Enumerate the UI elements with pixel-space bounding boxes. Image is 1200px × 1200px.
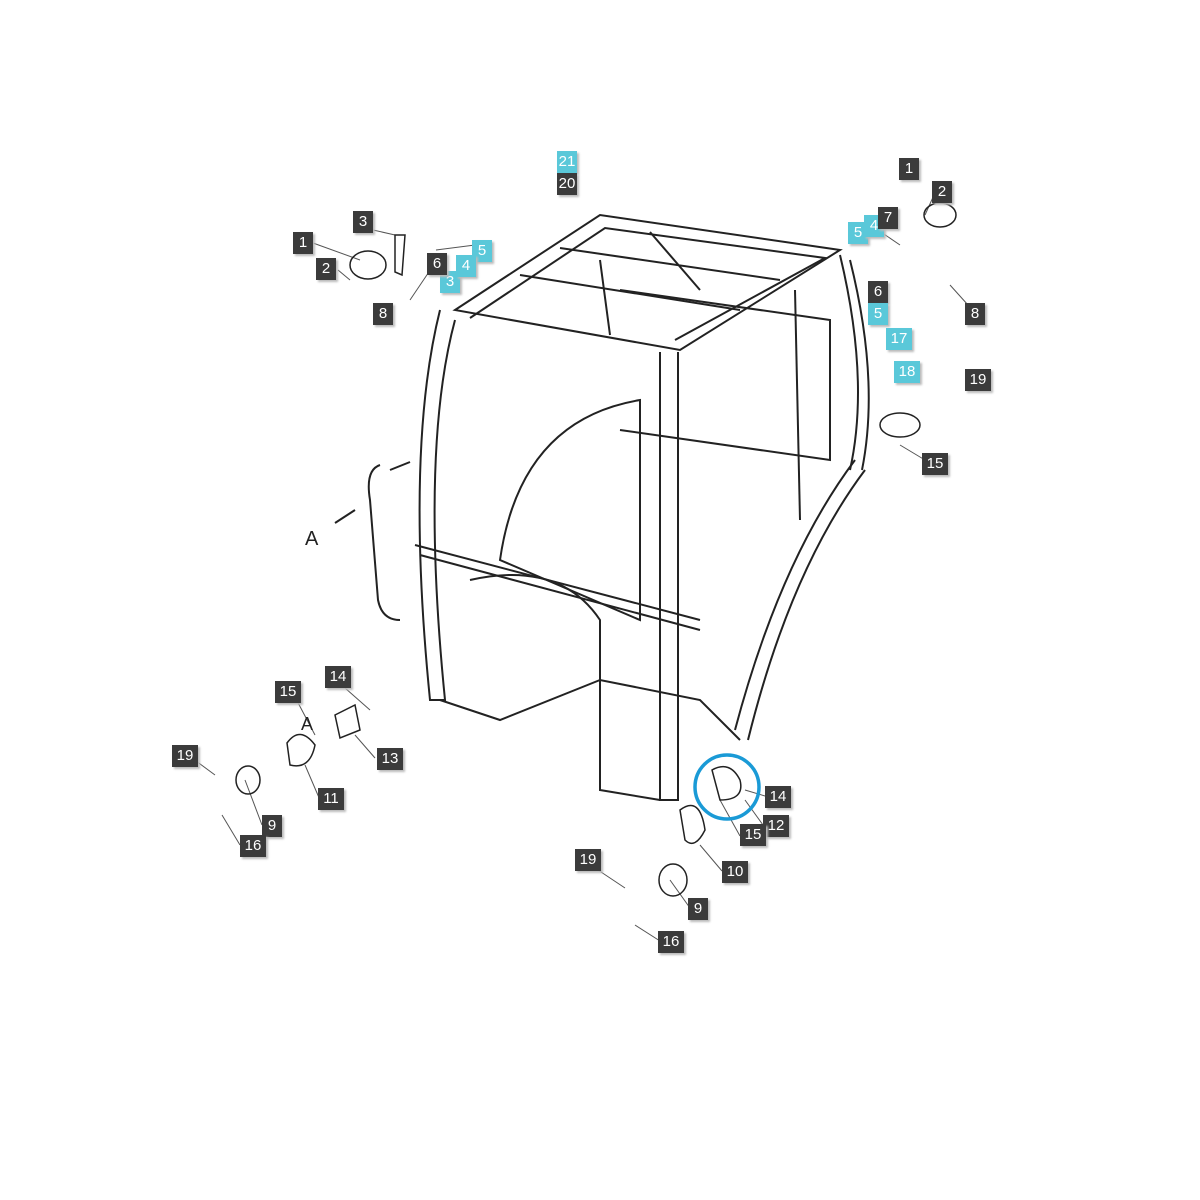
lens-9	[658, 863, 688, 897]
cab-frame	[334, 213, 870, 801]
mirror-housing-left	[286, 733, 316, 767]
housing-10	[679, 804, 706, 845]
bracket-13	[334, 703, 361, 740]
bracket-12	[711, 765, 742, 801]
callout-17[interactable]: 17	[886, 328, 912, 350]
work-light-left	[349, 250, 387, 280]
callout-16[interactable]: 16	[240, 835, 266, 857]
callout-14[interactable]: 14	[765, 786, 791, 808]
callout-20[interactable]: 20	[557, 173, 577, 195]
callout-10[interactable]: 10	[722, 861, 748, 883]
callout-14[interactable]: 14	[325, 666, 351, 688]
callout-21[interactable]: 21	[557, 151, 577, 173]
section-letter-a-detail: A	[301, 714, 314, 734]
section-letter-a: A	[305, 528, 319, 550]
callout-5[interactable]: 5	[868, 303, 888, 325]
beacon-lamp	[879, 412, 921, 438]
callout-15[interactable]: 15	[275, 681, 301, 703]
callout-19[interactable]: 19	[575, 849, 601, 871]
callout-2[interactable]: 2	[932, 181, 952, 203]
small-parts	[235, 202, 957, 897]
callout-3[interactable]: 3	[353, 211, 373, 233]
highlight-circle	[693, 753, 761, 821]
bracket	[394, 234, 406, 277]
callout-7[interactable]: 7	[878, 207, 898, 229]
callout-15[interactable]: 15	[922, 453, 948, 475]
callout-6[interactable]: 6	[427, 253, 447, 275]
callout-18[interactable]: 18	[894, 361, 920, 383]
lens-left	[235, 765, 261, 795]
callout-1[interactable]: 1	[899, 158, 919, 180]
callout-19[interactable]: 19	[965, 369, 991, 391]
callout-9[interactable]: 9	[688, 898, 708, 920]
callout-15[interactable]: 15	[740, 824, 766, 846]
callout-19[interactable]: 19	[172, 745, 198, 767]
callout-4[interactable]: 4	[456, 255, 476, 277]
callout-8[interactable]: 8	[965, 303, 985, 325]
leader-lines	[191, 194, 978, 942]
callout-16[interactable]: 16	[658, 931, 684, 953]
callout-1[interactable]: 1	[293, 232, 313, 254]
callout-6[interactable]: 6	[868, 281, 888, 303]
callout-5[interactable]: 5	[848, 222, 868, 244]
work-light-right	[923, 202, 957, 228]
callout-2[interactable]: 2	[316, 258, 336, 280]
callout-8[interactable]: 8	[373, 303, 393, 325]
callout-3-cyan[interactable]: 3	[440, 271, 460, 293]
callout-9[interactable]: 9	[262, 815, 282, 837]
callout-12[interactable]: 12	[763, 815, 789, 837]
callout-11[interactable]: 11	[318, 788, 344, 810]
callout-5[interactable]: 5	[472, 240, 492, 262]
callout-13[interactable]: 13	[377, 748, 403, 770]
